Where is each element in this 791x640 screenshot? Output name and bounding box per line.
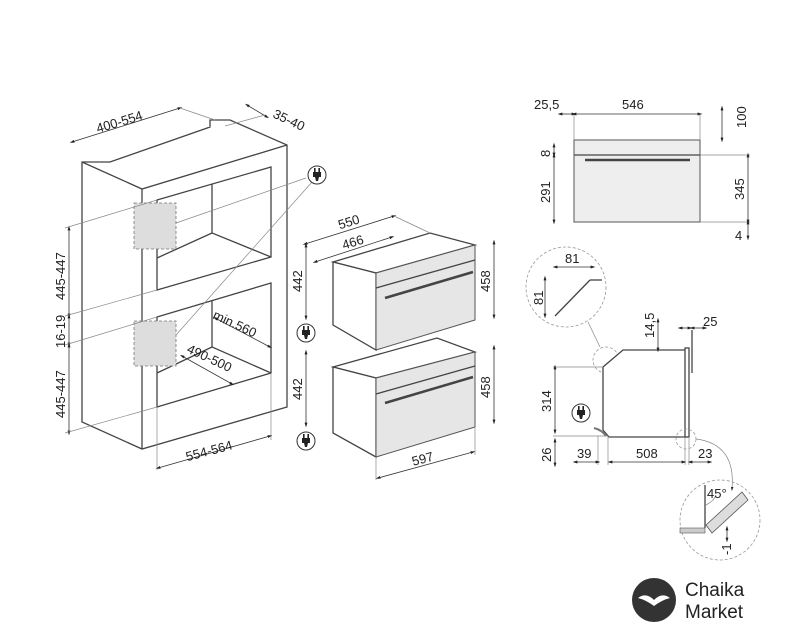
angle-detail xyxy=(679,479,761,561)
dim-upper-body-height: 442 xyxy=(290,270,305,292)
dim-front-body-height: 291 xyxy=(538,181,553,203)
dim-lower-height: 445-447 xyxy=(53,370,68,418)
side-view-drawing: 81 81 14,5 25 314 26 39 508 23 xyxy=(525,246,761,561)
chamfer-detail xyxy=(525,246,607,328)
dim-front-top: 100 xyxy=(734,106,749,128)
dim-rear-gap: 35-40 xyxy=(271,106,307,134)
logo-line2: Market xyxy=(685,602,744,623)
dim-foot: 26 xyxy=(539,448,554,462)
dim-front-23: 23 xyxy=(698,446,712,461)
dim-front-gap: 8 xyxy=(538,150,553,157)
lower-socket-area xyxy=(133,320,177,367)
dim-chamfer-w: 81 xyxy=(565,251,579,266)
plug-icon xyxy=(571,403,591,423)
chaika-market-logo: Chaika Market xyxy=(632,578,745,623)
dim-front-offset: 25,5 xyxy=(534,97,559,112)
dim-lower-body-height: 442 xyxy=(290,378,305,400)
ovens-drawing: 550 466 442 458 442 458 597 xyxy=(290,212,496,480)
dim-chamfer-h: 81 xyxy=(531,291,546,305)
dim-cabinet-depth: 400-554 xyxy=(94,108,144,136)
dim-angle: 45° xyxy=(707,486,727,501)
dim-oven-depth-total: 550 xyxy=(336,212,361,233)
dim-gap: 16-19 xyxy=(53,315,68,348)
dim-offset: -1 xyxy=(719,543,734,555)
dim-rear: 39 xyxy=(577,446,591,461)
dim-door: 25 xyxy=(703,314,717,329)
dim-depth-508: 508 xyxy=(636,446,658,461)
dim-cabinet-width: 554-564 xyxy=(184,437,234,464)
plug-icon xyxy=(296,323,316,343)
upper-socket-area xyxy=(133,202,177,250)
dim-front-width: 597 xyxy=(410,449,435,469)
plug-icon xyxy=(296,431,316,451)
dim-lower-front-height: 458 xyxy=(478,376,493,398)
dim-height-314: 314 xyxy=(539,390,554,412)
dim-top-gap: 14,5 xyxy=(642,313,657,338)
dim-upper-front-height: 458 xyxy=(478,270,493,292)
logo-line1: Chaika xyxy=(685,580,745,601)
dim-front-height: 345 xyxy=(732,178,747,200)
dim-front-bottom: 4 xyxy=(735,228,742,243)
front-view-drawing: 25,5 546 100 8 291 345 4 xyxy=(534,97,750,243)
dim-upper-height: 445-447 xyxy=(53,252,68,300)
cabinet-drawing: 400-554 35-40 445-447 16-19 445-447 min.… xyxy=(53,103,327,470)
dim-oven-depth-body: 466 xyxy=(340,232,365,253)
dim-front-width-546: 546 xyxy=(622,97,644,112)
plug-icon xyxy=(307,165,327,185)
